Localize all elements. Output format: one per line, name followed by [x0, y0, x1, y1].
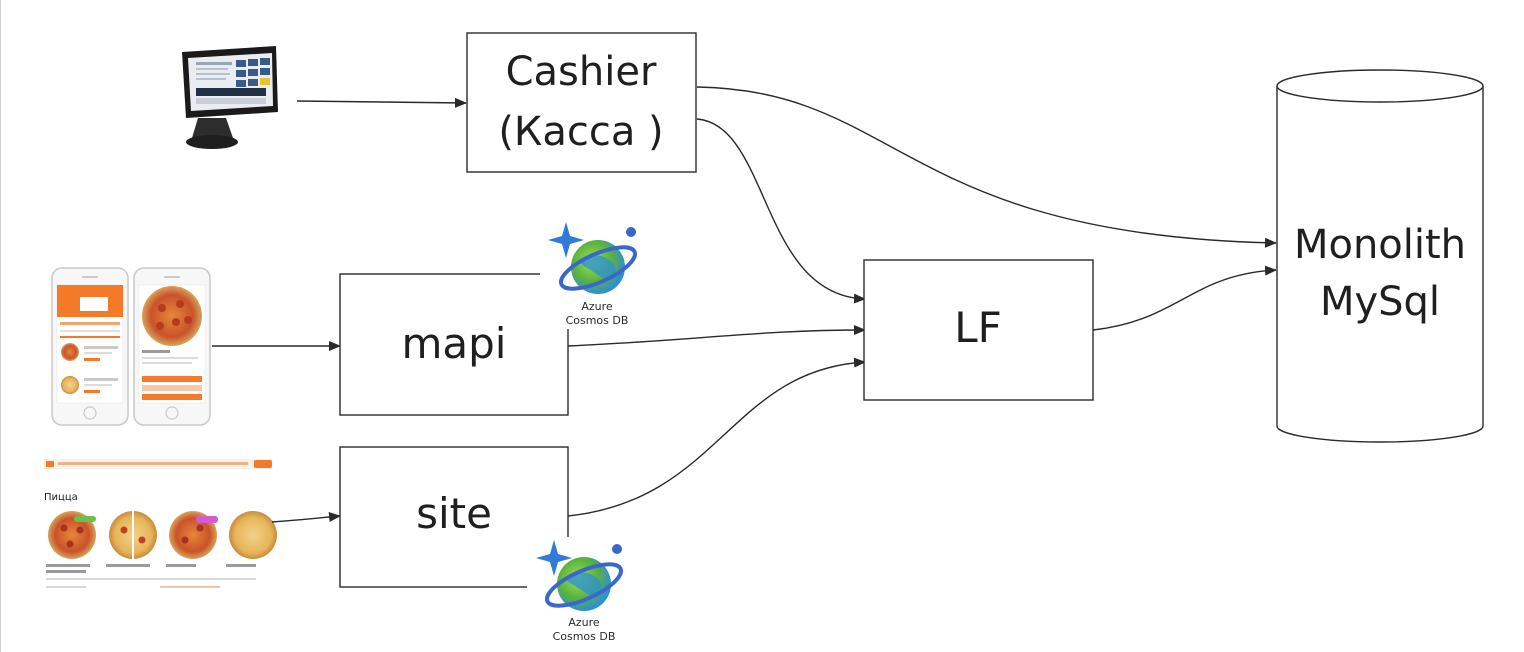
- cosmos-db-top-line2: Cosmos DB: [566, 314, 629, 327]
- monolith-database-node: Monolith MySql: [1276, 69, 1484, 443]
- cosmos-db-top-line1: Azure: [581, 300, 613, 313]
- cashier-node: Cashier (Касса ): [466, 32, 697, 173]
- monolith-label-line2: MySql: [1320, 279, 1440, 325]
- monolith-label-line1: Monolith: [1294, 222, 1466, 268]
- cosmos-db-badge-top: Azure Cosmos DB: [540, 221, 652, 329]
- lf-label: LF: [954, 303, 1002, 352]
- site-label: site: [416, 489, 492, 538]
- mapi-label: mapi: [402, 319, 507, 368]
- edge-cashier-to-monolith: [696, 86, 1277, 248]
- cosmos-db-bottom-line1: Azure: [568, 616, 600, 629]
- cosmos-db-badge-bottom: Azure Cosmos DB: [527, 537, 639, 647]
- site-node: site: [339, 446, 569, 588]
- cosmos-db-icon: [536, 540, 623, 611]
- edge-cashier-to-lf: [696, 118, 866, 304]
- edge-site-to-lf: [567, 357, 866, 517]
- edge-lf-to-monolith: [1092, 265, 1277, 331]
- edge-mapi-to-lf: [567, 325, 866, 347]
- cashier-label-line1: Cashier: [506, 49, 657, 95]
- website-heading: Пицца: [44, 492, 78, 503]
- edge-website-to-site: [271, 512, 341, 523]
- edges: [212, 86, 1277, 523]
- lf-node: LF: [863, 259, 1094, 401]
- edge-pos-to-cashier: [296, 97, 467, 108]
- website-image: Пицца: [44, 459, 277, 588]
- cashier-label-line2: (Касса ): [498, 109, 663, 155]
- mapi-node: mapi: [339, 273, 569, 416]
- cosmos-db-bottom-line2: Cosmos DB: [553, 630, 616, 643]
- cosmos-db-icon: [548, 222, 637, 294]
- pos-terminal-image: [182, 46, 278, 149]
- mobile-app-image: [51, 267, 211, 426]
